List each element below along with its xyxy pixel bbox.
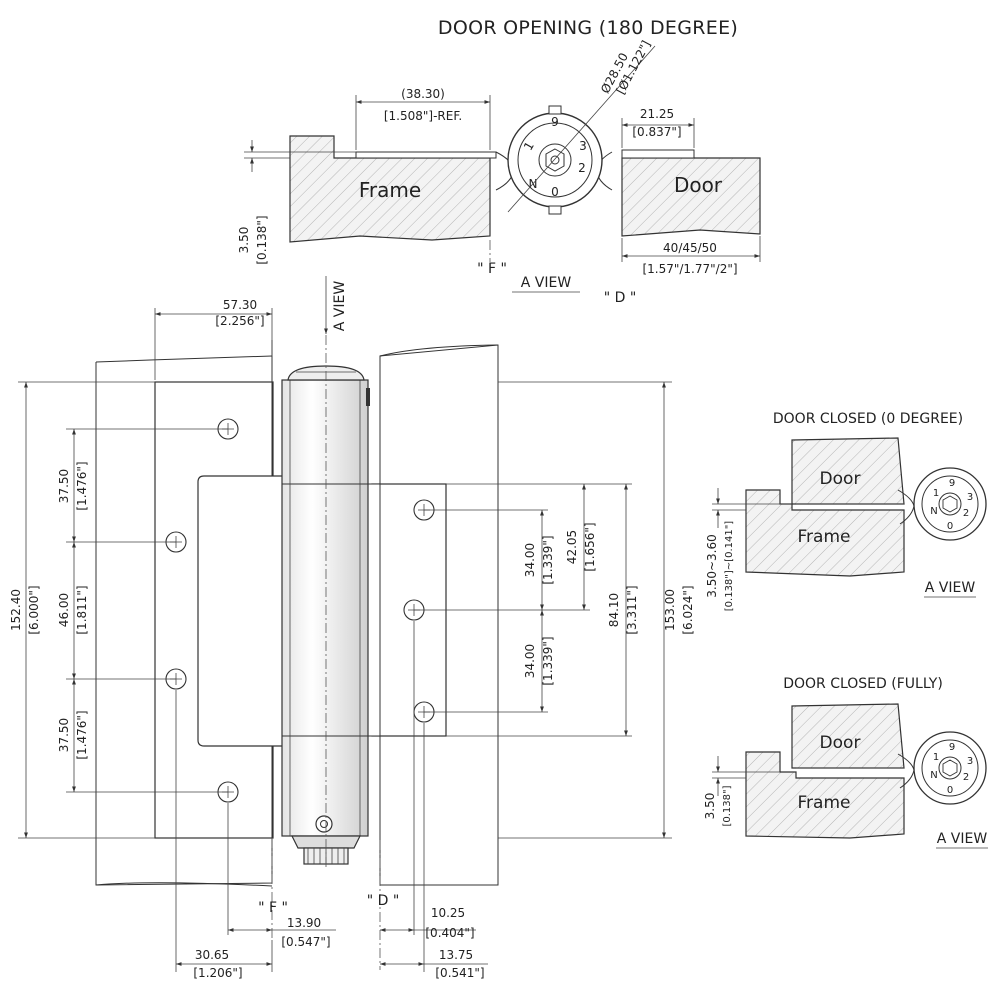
w1025-mm: 10.25	[431, 906, 465, 920]
gapf-mm: 3.50	[703, 793, 717, 820]
dial-num-2: 2	[578, 161, 586, 175]
dial0-n: N	[930, 506, 937, 517]
frame-label: Frame	[359, 178, 421, 202]
d-mark-main: " D "	[367, 893, 400, 909]
hinge-front-view: A VIEW 57.30 [2.256"] 152.40 [6.000"]	[9, 276, 695, 980]
gap0-in: [0.138"]~[0.141"]	[724, 521, 735, 612]
door-leaf	[621, 149, 695, 159]
frame-section-closed-fully	[745, 751, 905, 839]
frame-leaf	[355, 151, 497, 159]
w5730-in: [2.256"]	[215, 314, 264, 328]
dial-num-9: 9	[551, 115, 559, 129]
door-label-closed-0: Door	[820, 469, 861, 489]
dialf-2: 2	[963, 772, 969, 783]
d-mark-top: " D "	[604, 290, 637, 306]
s4600-in: [1.811"]	[75, 585, 89, 634]
hinge-barrel	[281, 379, 369, 837]
gapf-in: [0.138"]	[722, 785, 733, 826]
f-mark-main: " F "	[258, 900, 288, 916]
s4205-in: [1.656"]	[583, 522, 597, 571]
dial0-9: 9	[949, 478, 955, 489]
dial0-3: 3	[967, 492, 973, 503]
a-view-label-vertical: A VIEW	[332, 281, 348, 332]
dial0-0: 0	[947, 521, 953, 532]
door-closed-0-view: DOOR CLOSED (0 DEGREE) Door Frame N 0 2 …	[705, 411, 987, 612]
frame-section-closed-0	[745, 489, 905, 577]
door-closed-fully-title: DOOR CLOSED (FULLY)	[783, 676, 943, 692]
ref-mm: (38.30)	[401, 87, 445, 101]
a-view-label-closed-0: A VIEW	[925, 580, 976, 596]
h15300-mm: 153.00	[663, 589, 677, 631]
lock-screw	[315, 815, 333, 833]
f-mark-top: " F "	[477, 261, 507, 277]
s3400a-mm: 34.00	[523, 543, 537, 577]
a-view-label-closed-fully: A VIEW	[937, 831, 988, 847]
w1025-in: [0.404"]	[425, 926, 474, 940]
frame-label-closed-fully: Frame	[798, 793, 851, 813]
h350-in: [0.138"]	[255, 215, 269, 264]
w21-mm: 21.25	[640, 107, 674, 121]
dial-num-3: 3	[579, 139, 587, 153]
door-thickness-in: [1.57"/1.77"/2"]	[642, 262, 737, 276]
h15300-in: [6.024"]	[681, 585, 695, 634]
s3750a-in: [1.476"]	[75, 461, 89, 510]
s3400a-in: [1.339"]	[541, 535, 555, 584]
h15240-in: [6.000"]	[27, 585, 41, 634]
dialf-9: 9	[949, 742, 955, 753]
hinge-dial-closed-fully: N 0 2 3 9 1	[897, 731, 987, 805]
inner-leaf-plate	[197, 475, 285, 747]
w21-in: [0.837"]	[632, 125, 681, 139]
s3750b-mm: 37.50	[57, 718, 71, 752]
diameter-leader	[507, 45, 656, 213]
s4600-mm: 46.00	[57, 593, 71, 627]
dialf-n: N	[930, 770, 937, 781]
hinge-dial-closed-0: N 0 2 3 9 1	[897, 467, 987, 541]
door-closed-0-title: DOOR CLOSED (0 DEGREE)	[773, 411, 963, 427]
frame-label-closed-0: Frame	[798, 527, 851, 547]
s4205-mm: 42.05	[565, 530, 579, 564]
dialf-3: 3	[967, 756, 973, 767]
s3750a-mm: 37.50	[57, 469, 71, 503]
barrel-tab	[366, 388, 370, 406]
frame-section	[289, 135, 491, 243]
door-closed-fully-view: DOOR CLOSED (FULLY) Door Frame N 0 2 3 9…	[703, 676, 988, 849]
door-thickness-mm: 40/45/50	[663, 241, 717, 255]
s3400b-in: [1.339"]	[541, 636, 555, 685]
dial-num-0: 0	[551, 185, 559, 199]
w3065-in: [1.206"]	[193, 966, 242, 980]
s8410-in: [3.311"]	[625, 585, 639, 634]
dial0-1: 1	[933, 488, 939, 499]
w5730-mm: 57.30	[223, 298, 257, 312]
h350-mm: 3.50	[237, 227, 251, 254]
dialf-1: 1	[933, 752, 939, 763]
w1375-in: [0.541"]	[435, 966, 484, 980]
a-view-label-top: A VIEW	[521, 275, 572, 291]
door-opening-title: DOOR OPENING (180 DEGREE)	[438, 17, 738, 39]
w1390-mm: 13.90	[287, 916, 321, 930]
dialf-0: 0	[947, 785, 953, 796]
s3400b-mm: 34.00	[523, 644, 537, 678]
gap0-mm: 3.50~3.60	[705, 534, 719, 598]
door-section	[621, 157, 761, 237]
door-label-closed-fully: Door	[820, 733, 861, 753]
dial0-2: 2	[963, 508, 969, 519]
w1390-in: [0.547"]	[281, 935, 330, 949]
s8410-mm: 84.10	[607, 593, 621, 627]
s3750b-in: [1.476"]	[75, 710, 89, 759]
w3065-mm: 30.65	[195, 948, 229, 962]
door-opening-view: DOOR OPENING (180 DEGREE) Frame Door 9 1…	[237, 17, 761, 306]
ref-in: [1.508"]-REF.	[384, 109, 462, 123]
h15240-mm: 152.40	[9, 589, 23, 631]
w1375-mm: 13.75	[439, 948, 473, 962]
door-label: Door	[674, 173, 723, 197]
